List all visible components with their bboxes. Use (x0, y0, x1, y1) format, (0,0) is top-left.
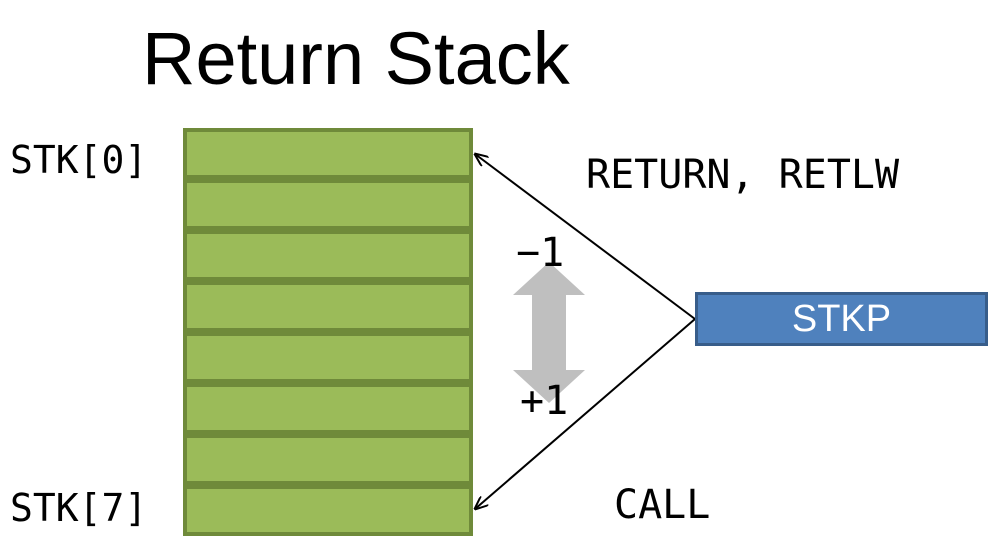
stack-slot (183, 230, 473, 281)
stack-slot (183, 332, 473, 383)
decrement-label: −1 (516, 230, 565, 276)
push-arrow (475, 318, 696, 509)
stack-slot (183, 485, 473, 536)
increment-label: +1 (520, 378, 569, 424)
push-operation-label: CALL (614, 482, 711, 528)
diagram-title: Return Stack (142, 17, 570, 100)
pop-operations-label: RETURN, RETLW (586, 152, 900, 198)
stack-slot (183, 128, 473, 179)
stack-slot (183, 434, 473, 485)
stack-slot (183, 383, 473, 434)
stack-pointer-box: STKP (695, 292, 988, 346)
stack-slot (183, 281, 473, 332)
stack-bottom-label: STK[7] (10, 486, 148, 530)
stack-slot (183, 179, 473, 230)
return-stack (183, 128, 473, 536)
stack-top-label: STK[0] (10, 138, 148, 182)
